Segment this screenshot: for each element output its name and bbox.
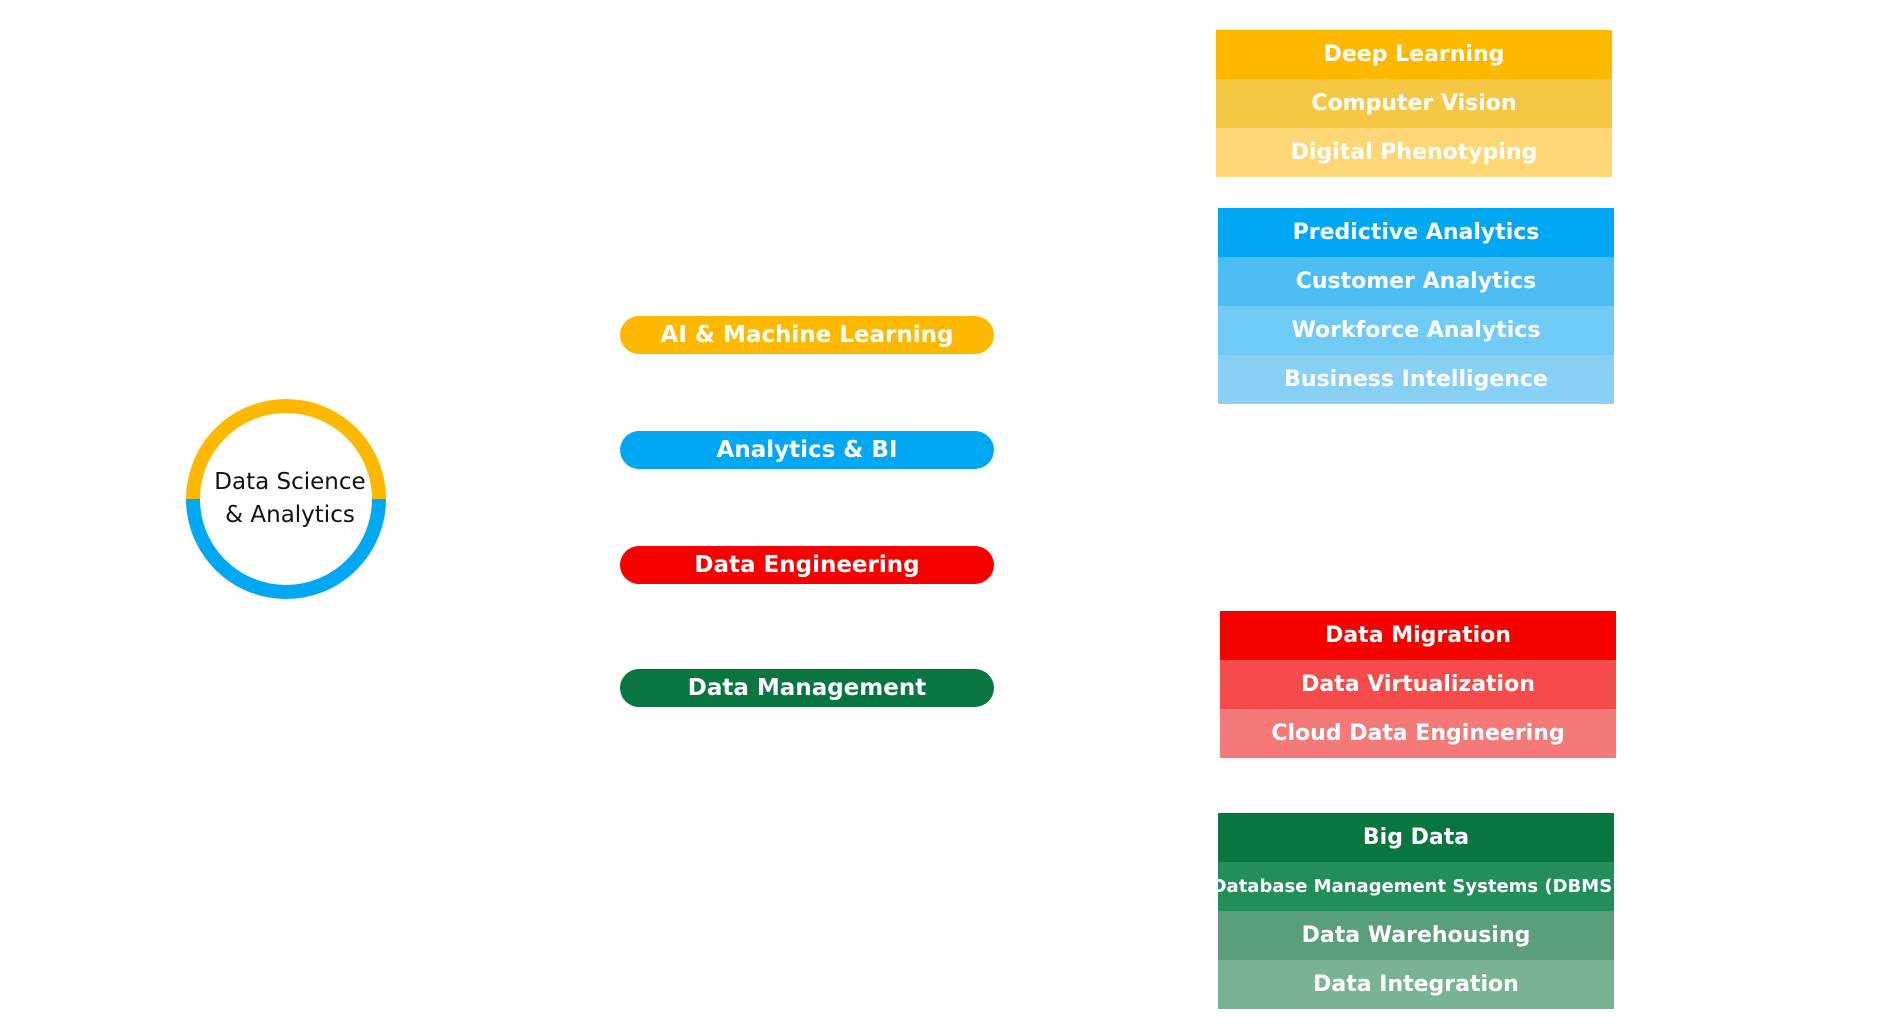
topic-row: Database Management Systems (DBMS) xyxy=(1218,862,1614,911)
category-label: Analytics & BI xyxy=(716,437,898,463)
group-analytics-bi: Predictive Analytics Customer Analytics … xyxy=(1218,208,1614,404)
topic-label: Digital Phenotyping xyxy=(1290,140,1538,165)
hub-ring-bottom xyxy=(186,498,386,599)
hub-label: Data Science & Analytics xyxy=(188,397,392,601)
topic-row: Deep Learning xyxy=(1216,30,1612,79)
topic-row: Predictive Analytics xyxy=(1218,208,1614,257)
category-label: Data Management xyxy=(687,675,927,701)
topic-label: Data Warehousing xyxy=(1301,923,1531,948)
category-label: AI & Machine Learning xyxy=(660,322,954,348)
topic-label: Data Migration xyxy=(1325,623,1511,648)
topic-row: Data Virtualization xyxy=(1220,660,1616,709)
topic-row: Customer Analytics xyxy=(1218,257,1614,306)
topic-label: Deep Learning xyxy=(1323,42,1505,67)
topic-row: Cloud Data Engineering xyxy=(1220,709,1616,758)
category-label: Data Engineering xyxy=(694,552,920,578)
topic-label: Data Integration xyxy=(1313,972,1519,997)
topic-label: Cloud Data Engineering xyxy=(1271,721,1565,746)
category-pill-ai-ml: AI & Machine Learning xyxy=(620,316,994,354)
topic-label: Business Intelligence xyxy=(1284,367,1548,392)
category-pill-data-engineering: Data Engineering xyxy=(620,546,994,584)
hub-label-line2: & Analytics xyxy=(225,502,355,528)
topic-row: Data Migration xyxy=(1220,611,1616,660)
category-pill-analytics-bi: Analytics & BI xyxy=(620,431,994,469)
topic-label: Predictive Analytics xyxy=(1292,220,1540,245)
topic-row: Data Warehousing xyxy=(1218,911,1614,960)
topic-row: Computer Vision xyxy=(1216,79,1612,128)
hub-circle: Data Science & Analytics xyxy=(184,397,388,601)
topic-label: Computer Vision xyxy=(1311,91,1517,116)
hub-label-line1: Data Science xyxy=(214,469,366,495)
topic-row: Big Data xyxy=(1218,813,1614,862)
category-pill-data-management: Data Management xyxy=(620,669,994,707)
topic-label: Database Management Systems (DBMS) xyxy=(1218,876,1614,897)
topic-row: Data Integration xyxy=(1218,960,1614,1009)
group-data-engineering: Data Migration Data Virtualization Cloud… xyxy=(1220,611,1616,758)
topic-label: Big Data xyxy=(1362,825,1470,850)
topic-label: Customer Analytics xyxy=(1295,269,1537,294)
hub-ring-top xyxy=(186,399,386,500)
topic-row: Business Intelligence xyxy=(1218,355,1614,404)
topic-label: Data Virtualization xyxy=(1301,672,1535,697)
hub-ring xyxy=(186,399,386,599)
topic-row: Digital Phenotyping xyxy=(1216,128,1612,177)
group-ai-ml: Deep Learning Computer Vision Digital Ph… xyxy=(1216,30,1612,177)
topic-label: Workforce Analytics xyxy=(1291,318,1541,343)
topic-row: Workforce Analytics xyxy=(1218,306,1614,355)
group-data-management: Big Data Database Management Systems (DB… xyxy=(1218,813,1614,1009)
